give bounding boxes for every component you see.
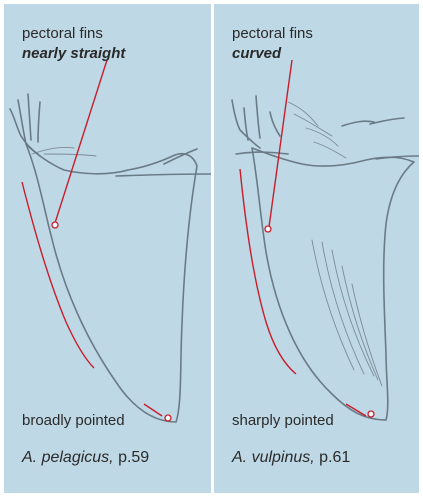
vulpinus-tip-leader [346, 404, 366, 416]
pelagicus-leading-edge-marker [22, 182, 94, 368]
vulpinus-page-ref: p.61 [319, 449, 350, 466]
vulpinus-body-sketch [232, 96, 419, 159]
pelagicus-heading-line2: nearly straight [22, 44, 125, 64]
vulpinus-heading-leader [269, 60, 292, 227]
pelagicus-heading-leader [55, 60, 107, 223]
pelagicus-page-ref: p.59 [118, 449, 149, 466]
vulpinus-tip-anchor [368, 411, 374, 417]
panel-vulpinus: pectoral fins curved sharply pointed A. … [214, 4, 419, 493]
pelagicus-tip-anchor [165, 415, 171, 421]
panel-pelagicus: pectoral fins nearly straight broadly po… [4, 4, 211, 493]
vulpinus-heading-line1: pectoral fins [232, 24, 313, 44]
vulpinus-heading-line2: curved [232, 44, 313, 64]
pelagicus-heading-line1: pectoral fins [22, 24, 125, 44]
pelagicus-species-name: A. pelagicus, [22, 449, 114, 466]
vulpinus-tip-label: sharply pointed [232, 412, 334, 429]
vulpinus-pectoral-fin [252, 148, 414, 420]
vulpinus-leading-edge-marker [240, 169, 296, 374]
vulpinus-heading-anchor [265, 226, 271, 232]
pelagicus-heading: pectoral fins nearly straight [22, 24, 125, 64]
vulpinus-species-name: A. vulpinus, [232, 449, 315, 466]
pelagicus-species-caption: A. pelagicus, p.59 [22, 449, 149, 467]
pelagicus-tip-label: broadly pointed [22, 412, 125, 429]
pelagicus-body-sketch [10, 94, 211, 176]
vulpinus-heading: pectoral fins curved [232, 24, 313, 64]
vulpinus-fin-shading [312, 240, 382, 386]
pelagicus-heading-anchor [52, 222, 58, 228]
vulpinus-species-caption: A. vulpinus, p.61 [232, 449, 350, 467]
